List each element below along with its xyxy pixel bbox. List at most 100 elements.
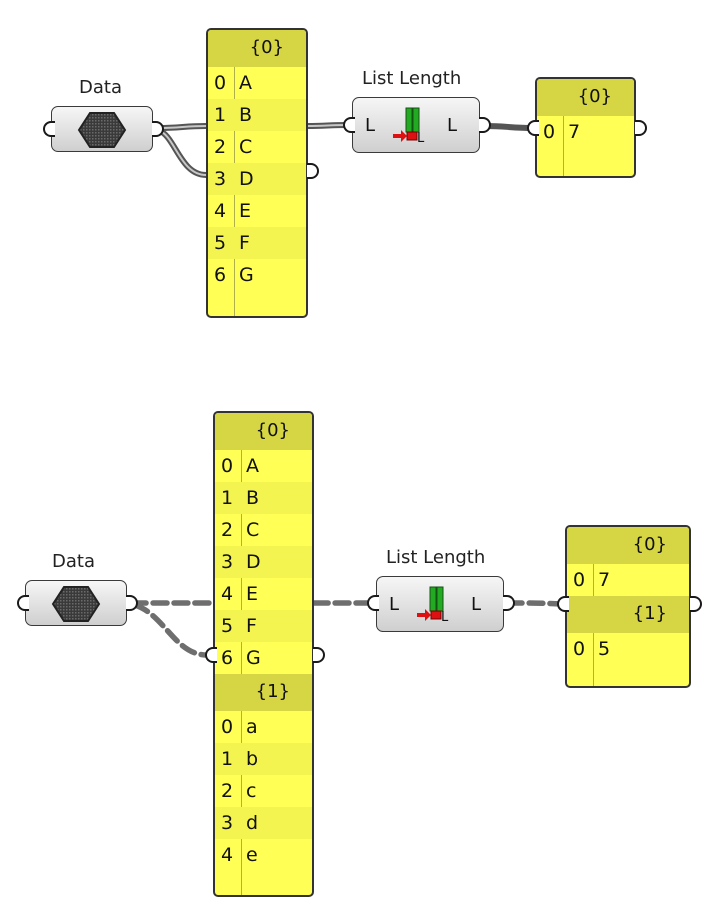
item-value: e xyxy=(246,844,258,866)
item-value: D xyxy=(239,168,254,190)
list-length-input-grip[interactable] xyxy=(343,117,355,133)
wire-data-to-panel-1 xyxy=(156,123,207,178)
branch-header: {0} xyxy=(215,413,312,450)
input-panel-output-grip[interactable] xyxy=(307,163,319,179)
list-length-label: List Length xyxy=(362,68,462,89)
item-value: F xyxy=(246,615,257,637)
branch-path: {1} xyxy=(632,603,667,624)
list-length-output-label: L xyxy=(446,115,457,136)
item-index: 0 xyxy=(221,455,234,477)
item-value: G xyxy=(246,647,261,669)
item-index: 3 xyxy=(221,812,234,834)
item-value: c xyxy=(246,780,257,802)
item-value: F xyxy=(239,232,250,254)
item-index: 4 xyxy=(221,583,234,605)
hexagon-param-icon xyxy=(77,112,127,148)
branch-path: {0} xyxy=(577,86,612,107)
list-length-component[interactable]: L L L xyxy=(352,97,480,153)
output-panel-input-grip[interactable] xyxy=(557,596,569,612)
item-index: 1 xyxy=(214,104,227,126)
list-length-input-label: L xyxy=(365,115,376,136)
list-length-input-label: L xyxy=(389,594,400,615)
item-index: 6 xyxy=(221,647,234,669)
item-index: 0 xyxy=(214,72,227,94)
branch-header: {1} xyxy=(215,674,312,711)
svg-text:L: L xyxy=(417,131,425,144)
data-param-output-grip[interactable] xyxy=(152,121,164,137)
item-value: B xyxy=(239,104,253,126)
data-param-input-grip[interactable] xyxy=(17,595,29,611)
data-param-label: Data xyxy=(52,551,95,572)
output-panel-output-grip[interactable] xyxy=(635,120,647,136)
output-panel-output-grip[interactable] xyxy=(690,596,702,612)
panel-separator xyxy=(241,413,243,895)
item-index: 0 xyxy=(543,121,556,143)
branch-path: {0} xyxy=(249,37,284,58)
item-index: 6 xyxy=(214,264,227,286)
item-index: 3 xyxy=(214,168,227,190)
list-length-icon: L xyxy=(393,107,425,144)
item-value: E xyxy=(246,583,259,605)
input-panel-input-grip[interactable] xyxy=(205,647,217,663)
item-value: d xyxy=(246,812,259,834)
item-value: B xyxy=(246,487,260,509)
branch-header: {0} xyxy=(208,30,306,67)
hexagon-param-icon xyxy=(51,586,101,622)
item-index: 4 xyxy=(214,200,227,222)
item-value: G xyxy=(239,264,254,286)
item-value: 7 xyxy=(568,121,581,143)
item-index: 2 xyxy=(214,136,227,158)
item-index: 1 xyxy=(221,748,234,770)
item-index: 0 xyxy=(573,638,586,660)
item-index: 5 xyxy=(214,232,227,254)
list-length-output-grip[interactable] xyxy=(503,595,515,611)
item-value: C xyxy=(246,519,260,541)
svg-text:L: L xyxy=(441,610,449,623)
data-param-output-grip[interactable] xyxy=(126,595,138,611)
item-value: D xyxy=(246,551,261,573)
input-panel-output-grip[interactable] xyxy=(313,647,325,663)
branch-path: {1} xyxy=(255,681,290,702)
item-value: 5 xyxy=(598,638,611,660)
item-value: A xyxy=(246,455,259,477)
list-length-input-grip[interactable] xyxy=(367,595,379,611)
data-param-input-grip[interactable] xyxy=(43,121,55,137)
item-index: 5 xyxy=(221,615,234,637)
list-length-icon: L xyxy=(417,586,449,623)
wire-component-to-output-2 xyxy=(505,600,565,607)
list-length-output-grip[interactable] xyxy=(479,117,491,133)
list-length-component[interactable]: L L L xyxy=(376,576,504,632)
data-param[interactable] xyxy=(25,580,127,626)
branch-path: {0} xyxy=(632,534,667,555)
data-param[interactable] xyxy=(51,106,153,152)
output-panel-input-grip[interactable] xyxy=(527,120,539,136)
item-index: 0 xyxy=(221,716,234,738)
list-length-label: List Length xyxy=(386,547,486,568)
list-length-output-label: L xyxy=(470,594,481,615)
item-value: E xyxy=(239,200,252,222)
item-value: 7 xyxy=(598,569,611,591)
wire-data-to-panel-2 xyxy=(129,600,216,658)
item-index: 0 xyxy=(573,569,586,591)
wire-panel-to-component-1 xyxy=(307,122,349,129)
